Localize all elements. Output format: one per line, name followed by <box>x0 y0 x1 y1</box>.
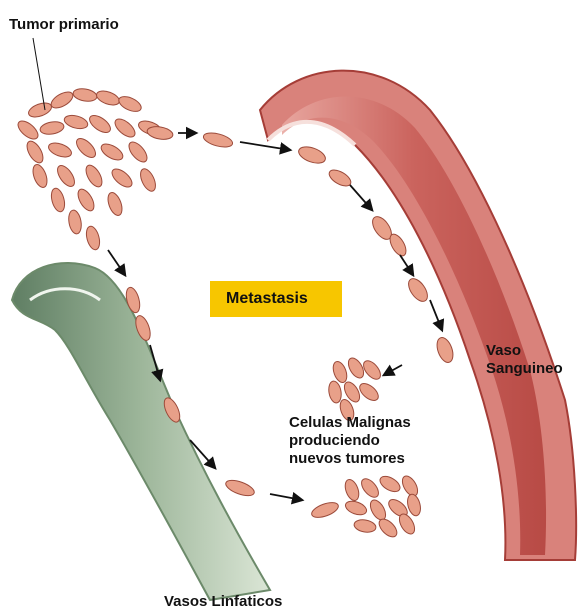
blood-vessel-label-line1: Vaso <box>486 342 563 360</box>
primary-tumor-cells <box>15 87 163 251</box>
malignant-cells-label-line1: Celulas Malignas <box>289 414 411 432</box>
blood-vessel-label-line2: Sanguineo <box>486 360 563 378</box>
primary-tumor-label: Tumor primario <box>9 16 119 34</box>
malignant-cells-label-line2: produciendo <box>289 432 411 450</box>
malignant-cells-label: Celulas Malignas produciendo nuevos tumo… <box>289 414 411 468</box>
metastasis-title: Metastasis <box>226 290 308 308</box>
tumor-leader-line <box>33 38 45 110</box>
malignant-cells-label-line3: nuevos tumores <box>289 450 411 468</box>
blood-vessel-label: Vaso Sanguineo <box>486 342 563 378</box>
lymphatic-vessel-label: Vasos Linfaticos <box>164 593 282 611</box>
